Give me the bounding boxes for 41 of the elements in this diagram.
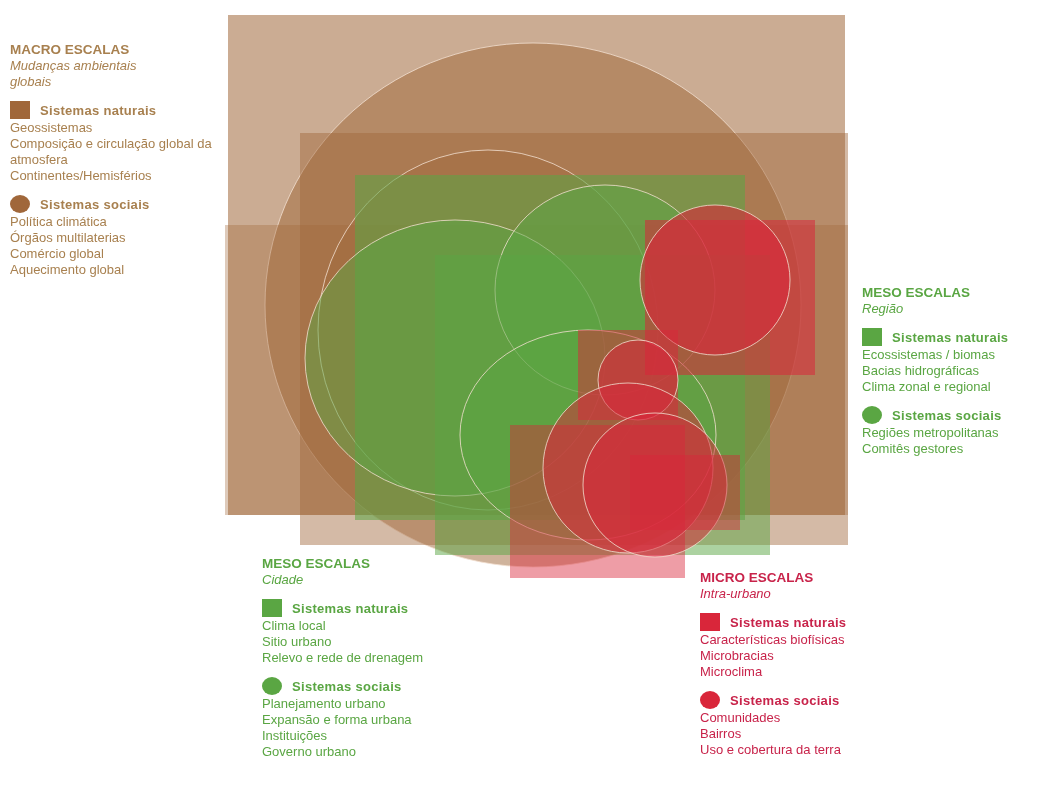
list-item: Clima local (262, 618, 327, 634)
list-item: Bairros (700, 726, 743, 742)
scale-subtitle: Região (862, 301, 905, 317)
list-item: Composição e circulação global da atmosfera (10, 136, 213, 168)
legend-label: Sistemas naturais (730, 614, 847, 630)
list-item: Ecossistemas / biomas (862, 347, 996, 363)
legend-label: Sistemas sociais (730, 692, 840, 708)
legend-label: Sistemas sociais (292, 678, 402, 694)
scale-heading: MESO ESCALAS (262, 556, 371, 572)
list-item: Regiões metropolitanas (862, 425, 1000, 441)
scale-subtitle: Cidade (262, 572, 305, 588)
list-item: Órgãos multilaterias (10, 230, 127, 246)
list-item: Microclima (700, 664, 764, 680)
scale-heading: MICRO ESCALAS (700, 570, 815, 586)
legend-label: Sistemas naturais (292, 600, 409, 616)
list-item: Planejamento urbano (262, 696, 387, 712)
scale-heading: MESO ESCALAS (862, 285, 971, 301)
list-item: Comunidades (700, 710, 782, 726)
list-item: Sitio urbano (262, 634, 333, 650)
list-item: Clima zonal e regional (862, 379, 992, 395)
list-item: Aquecimento global (10, 262, 126, 278)
list-item: Expansão e forma urbana (262, 712, 413, 728)
legend-label: Sistemas sociais (892, 407, 1002, 423)
list-item: Microbracias (700, 648, 775, 664)
list-item: Continentes/Hemisférios (10, 168, 153, 184)
legend-label: Sistemas naturais (40, 102, 157, 118)
list-item: Comércio global (10, 246, 105, 262)
scale-heading: MACRO ESCALAS (10, 42, 131, 58)
list-item: Instituições (262, 728, 329, 744)
legend-label: Sistemas naturais (892, 329, 1009, 345)
legend-label: Sistemas sociais (40, 196, 150, 212)
list-item: Geossistemas (10, 120, 94, 136)
list-item: Bacias hidrográficas (862, 363, 981, 379)
scale-subtitle: Intra-urbano (700, 586, 772, 602)
scale-subtitle: Mudanças ambientais globais (10, 58, 138, 90)
list-item: Relevo e rede de drenagem (262, 650, 425, 666)
list-item: Características biofísicas (700, 632, 846, 648)
list-item: Comitês gestores (862, 441, 965, 457)
list-item: Política climática (10, 214, 108, 230)
list-item: Uso e cobertura da terra (700, 742, 842, 758)
list-item: Governo urbano (262, 744, 357, 760)
